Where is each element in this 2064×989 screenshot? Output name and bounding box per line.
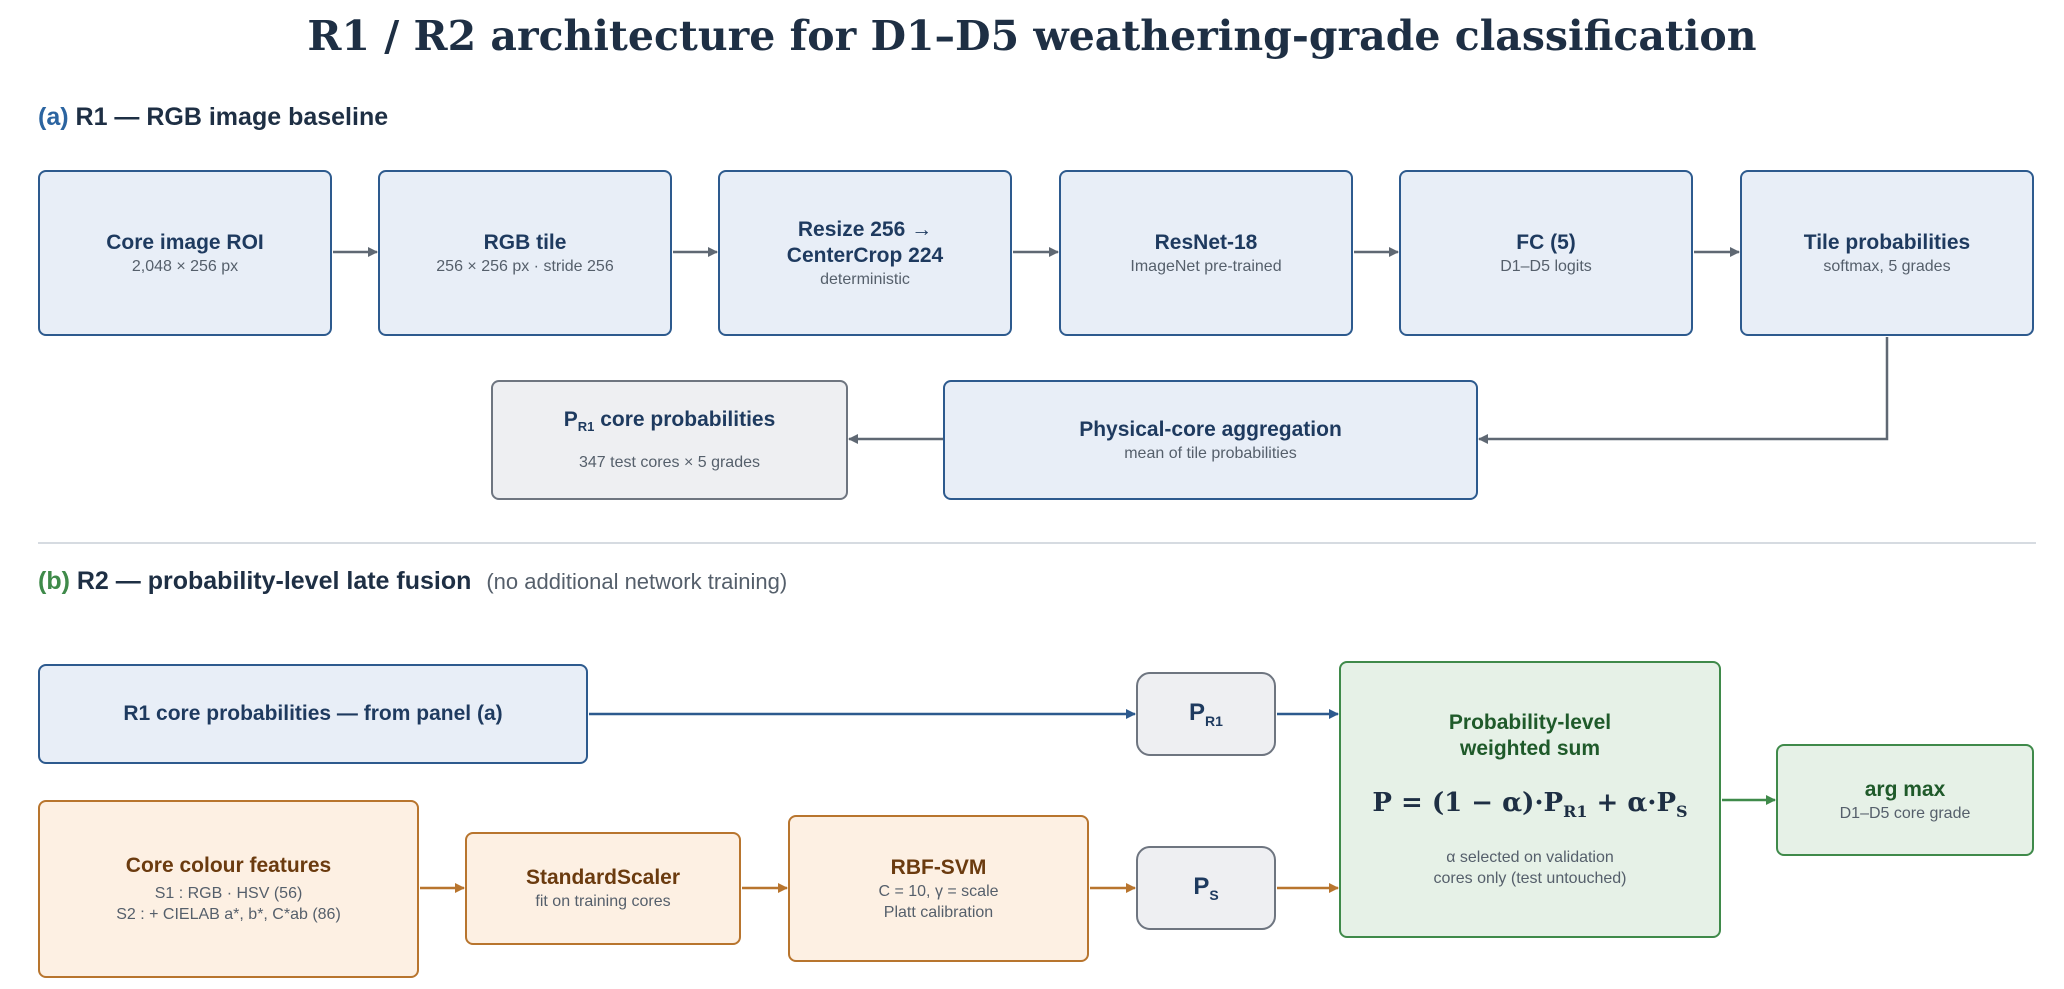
step-title: RGB tile (483, 230, 567, 254)
svm-title: RBF-SVM (890, 855, 987, 879)
fusion-note-1: α selected on validation (1446, 849, 1614, 867)
colour-features-box: Core colour features S1 : RGB · HSV (56)… (38, 800, 419, 978)
fusion-note-2: cores only (test untouched) (1433, 870, 1627, 888)
panel-a-label: R1 — RGB image baseline (75, 103, 389, 131)
panel-b-header: (b) R2 — probability-level late fusion (… (38, 567, 787, 596)
argmax-box: arg max D1–D5 core grade (1776, 744, 2034, 856)
step-title: FC (5) (1516, 230, 1576, 254)
tile-probabilities-box: Tile probabilities softmax, 5 grades (1740, 170, 2034, 336)
aggregation-title: Physical-core aggregation (1079, 417, 1342, 441)
aggregation-sub: mean of tile probabilities (1124, 444, 1297, 462)
argmax-sub: D1–D5 core grade (1839, 804, 1971, 822)
p-s-node: PS (1136, 846, 1276, 930)
scaler-sub: fit on training cores (535, 893, 671, 910)
panel-a-header: (a) R1 — RGB image baseline (38, 103, 388, 132)
svm-line-1: C = 10, γ = scale (878, 882, 999, 900)
panel-b-tag: (b) (38, 567, 70, 595)
fusion-box: Probability-level weighted sum P = (1 − … (1339, 661, 1721, 938)
step-sub: D1–D5 logits (1500, 257, 1592, 275)
step-sub: 2,048 × 256 px (131, 257, 239, 275)
r1-input-label: R1 core probabilities — from panel (a) (123, 702, 503, 725)
svm-line-2: Platt calibration (883, 903, 994, 921)
resize-crop-box: Resize 256 → CenterCrop 224 deterministi… (718, 170, 1012, 336)
standard-scaler-box: StandardScaler fit on training cores (465, 832, 741, 945)
pr1-output-box: PR1 core probabilities 347 test cores × … (491, 380, 848, 500)
argmax-title: arg max (1864, 777, 1946, 801)
panel-a-tag: (a) (38, 103, 69, 131)
step-title: ResNet-18 (1154, 230, 1258, 254)
resnet-box: ResNet-18 ImageNet pre-trained (1059, 170, 1353, 336)
pr1-output-sub: 347 test cores × 5 grades (579, 454, 760, 472)
features-title: Core colour features (125, 854, 332, 877)
step-sub: deterministic (820, 270, 910, 288)
rgb-tile-box: RGB tile 256 × 256 px · stride 256 (378, 170, 672, 336)
rbf-svm-box: RBF-SVM C = 10, γ = scale Platt calibrat… (788, 815, 1089, 962)
step-title-2: CenterCrop 224 (786, 243, 944, 267)
step-sub: ImageNet pre-trained (1130, 257, 1282, 275)
fc-box: FC (5) D1–D5 logits (1399, 170, 1693, 336)
fusion-title-1: Probability-level (1448, 710, 1612, 734)
step-title: Tile probabilities (1803, 230, 1971, 254)
scaler-title: StandardScaler (525, 866, 681, 889)
features-line-1: S1 : RGB · HSV (56) (154, 885, 303, 902)
fusion-formula: P = (1 − α)·PR1 + α·PS (1372, 787, 1688, 822)
features-line-2: S2 : + CIELAB a*, b*, C*ab (86) (116, 906, 341, 923)
diagram-title: R1 / R2 architecture for D1–D5 weatherin… (307, 12, 1757, 60)
r1-input-box: R1 core probabilities — from panel (a) (38, 664, 588, 764)
p-r1-symbol: PR1 (1189, 699, 1223, 729)
panel-b-note: (no additional network training) (486, 569, 788, 594)
panel-divider (38, 542, 2036, 544)
panel-b-label: R2 — probability-level late fusion (76, 567, 472, 595)
core-image-roi-box: Core image ROI 2,048 × 256 px (38, 170, 332, 336)
pr1-output-title: PR1 core probabilities (563, 407, 776, 435)
step-title: Resize 256 → (797, 217, 933, 241)
arrow-tileprob-to-aggregation (1478, 337, 1889, 444)
fusion-title-2: weighted sum (1459, 736, 1601, 760)
p-r1-node: PR1 (1136, 672, 1276, 756)
step-sub: softmax, 5 grades (1823, 257, 1951, 275)
aggregation-box: Physical-core aggregation mean of tile p… (943, 380, 1478, 500)
step-title: Core image ROI (106, 230, 264, 254)
p-s-symbol: PS (1193, 873, 1219, 903)
step-sub: 256 × 256 px · stride 256 (436, 257, 614, 275)
